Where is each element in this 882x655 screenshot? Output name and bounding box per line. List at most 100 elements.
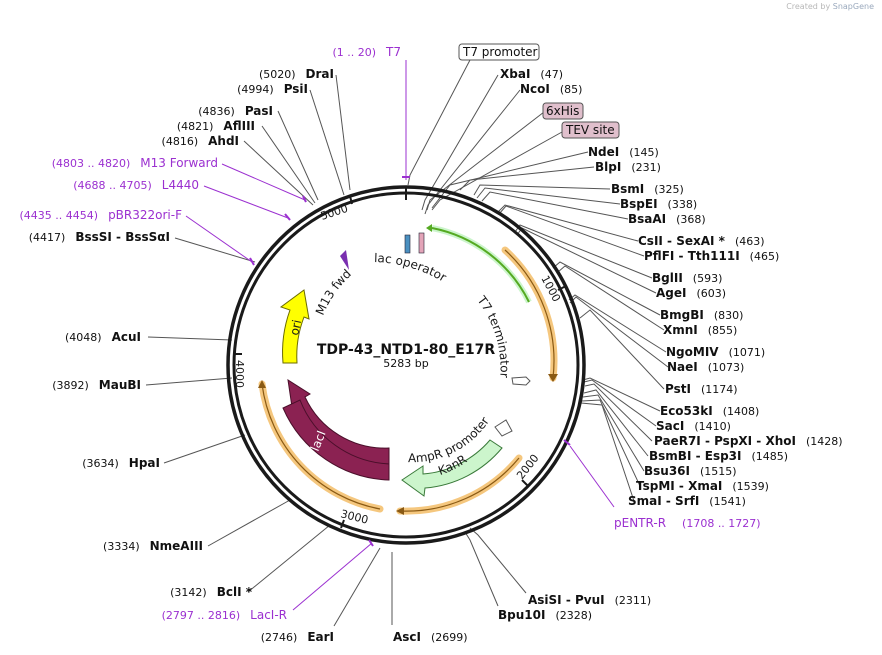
enzymes-right: XbaI(47) NcoI(85) NdeI(145) BlpI(231) Bs… [393,67,843,644]
primer-pentr-r: pENTR-R(1708 .. 1727) [614,516,761,530]
leader-bsssi [174,237,256,263]
leader-bsaai [481,191,629,220]
enzyme-psti: PstI(1174) [665,382,738,396]
enzyme-saci: SacI(1410) [656,419,731,433]
leader-pflfi [498,205,645,257]
leader-bsmbi [583,389,649,457]
kanr-feature [401,439,503,497]
enzyme-bmgbi: BmgBI(830) [660,308,743,322]
leader-bsu36i [582,394,645,472]
tick-3000 [340,519,345,529]
plasmid-size: 5283 bp [383,357,428,370]
tick-label-4000: 4000 [233,360,246,388]
enzyme-afliii: (4821)AflIII [177,119,255,133]
primer-tick-pentr [563,439,571,446]
laci-body [282,399,390,481]
green-feature-line [431,227,530,303]
t7-terminator-feature [511,376,531,386]
enzyme-ngomiv: NgoMIV(1071) [666,345,765,359]
leader-l4440 [203,185,289,219]
leader-t7-promoter [407,59,471,186]
enzyme-agei: AgeI(603) [656,286,726,300]
enzyme-ncoi: NcoI(85) [520,82,582,96]
label-lac-operator: lac operator [374,251,449,285]
label-m13-fwd: M13 fwd [313,267,354,318]
enzyme-bpu10i: Bpu10I(2328) [498,608,592,622]
ampr-promoter-feature [494,419,513,437]
enzyme-drai: (5020)DraI [259,67,334,81]
leader-6xhis [426,111,545,211]
green-arrowhead [426,224,432,232]
leader-xbai [421,74,499,211]
primer-tick-pbr322 [249,257,255,266]
enzyme-bsssi: (4417)BssSI - BssSαI [29,230,170,244]
orf-arrowhead-right [548,374,558,382]
orf-arc-right-line [504,249,555,379]
enzyme-bglii: BglII(593) [652,271,722,285]
orf-arrowhead-bottom [396,507,404,515]
m13-fwd-feature [340,250,349,270]
label-ori: ori [287,318,304,336]
primer-laci-r: (2797 .. 2816)LacI-R [162,608,287,622]
leader-pasi [277,110,319,201]
label-t7-terminator: T7 terminator [474,293,512,379]
leader-acui [147,336,233,341]
enzyme-tspmi-xmai: TspMI - XmaI(1539) [636,479,769,493]
leader-bpu10i [464,531,499,607]
enzyme-nmeaiii: (3334)NmeAIII [103,539,203,553]
leader-bspei [476,187,621,205]
enzyme-ndei: NdeI(145) [588,145,659,159]
enzyme-xbai: XbaI(47) [500,67,563,81]
leader-bsmi [473,184,611,196]
enzyme-smai-srfi: SmaI - SrfI(1541) [628,494,746,508]
enzyme-asisi-pvui: AsiSI - PvuI(2311) [528,593,651,607]
green-feature-arc [431,225,532,304]
tick-2000 [521,479,529,487]
enzyme-psii: (4994)PsiI [237,82,308,96]
orf-arrowhead-left [258,380,266,388]
leader-csii [497,204,639,242]
tick-1000 [557,285,567,291]
primer-m13-forward: (4803 .. 4820)M13 Forward [52,156,218,170]
tick-label-5000: 5000 [319,202,350,223]
credit-prefix: Created by [786,2,831,11]
boxed-feature-labels: T7 promoter 6xHis TEV site [458,43,620,139]
enzyme-blpi: BlpI(231) [595,160,661,174]
feature-arcs [249,176,571,547]
leader-psii [309,89,345,196]
t7-promoter-mark [418,232,425,254]
leader-maubi [145,377,233,386]
tev-site-label: TEV site [565,123,615,137]
leader-tev [431,131,563,211]
6xhis-box [542,102,584,120]
leader-bglii [514,224,653,279]
enzyme-maubi: (3892)MauBI [52,378,141,392]
primer-tick-l4440 [284,213,291,221]
plasmid-name: TDP-43_NTD1-80_E17R [317,342,495,358]
enzyme-bsaai: BsaAI(368) [628,212,706,226]
orf-arc-left-line [261,383,381,510]
leader-aflii [261,125,316,204]
enzyme-naei: NaeI(1073) [667,360,744,374]
enzyme-hpai: (3634)HpaI [82,456,160,470]
leader-bcli [247,524,331,593]
leader-eari [333,547,381,627]
leader-tspmi [581,399,641,487]
primer-labels: (1 .. 20)T7 (4803 .. 4820)M13 Forward (4… [20,45,761,622]
tick-5000 [349,195,353,205]
enzyme-acui: (4048)AcuI [65,330,141,344]
leader-eco53ki [582,377,661,412]
enzyme-eco53ki: Eco53kI(1408) [660,404,759,418]
enzyme-pasi: (4836)PasI [198,104,273,118]
leader-saci [583,379,657,427]
snapgene-credit: Created by SnapGene [786,2,874,11]
enzyme-pflfi-tth111i: PflFI - Tth111I(465) [644,249,779,263]
scale-ticks [234,187,567,529]
t7-promoter-label: T7 promoter [462,45,538,59]
tev-site-box [561,121,620,139]
enzyme-bsmi: BsmI(325) [611,182,684,196]
enzyme-csii-sexai: CsII - SexAI *(463) [638,234,765,248]
enzyme-asci: AscI(2699) [393,630,468,644]
leader-nmeaiii [207,499,291,547]
